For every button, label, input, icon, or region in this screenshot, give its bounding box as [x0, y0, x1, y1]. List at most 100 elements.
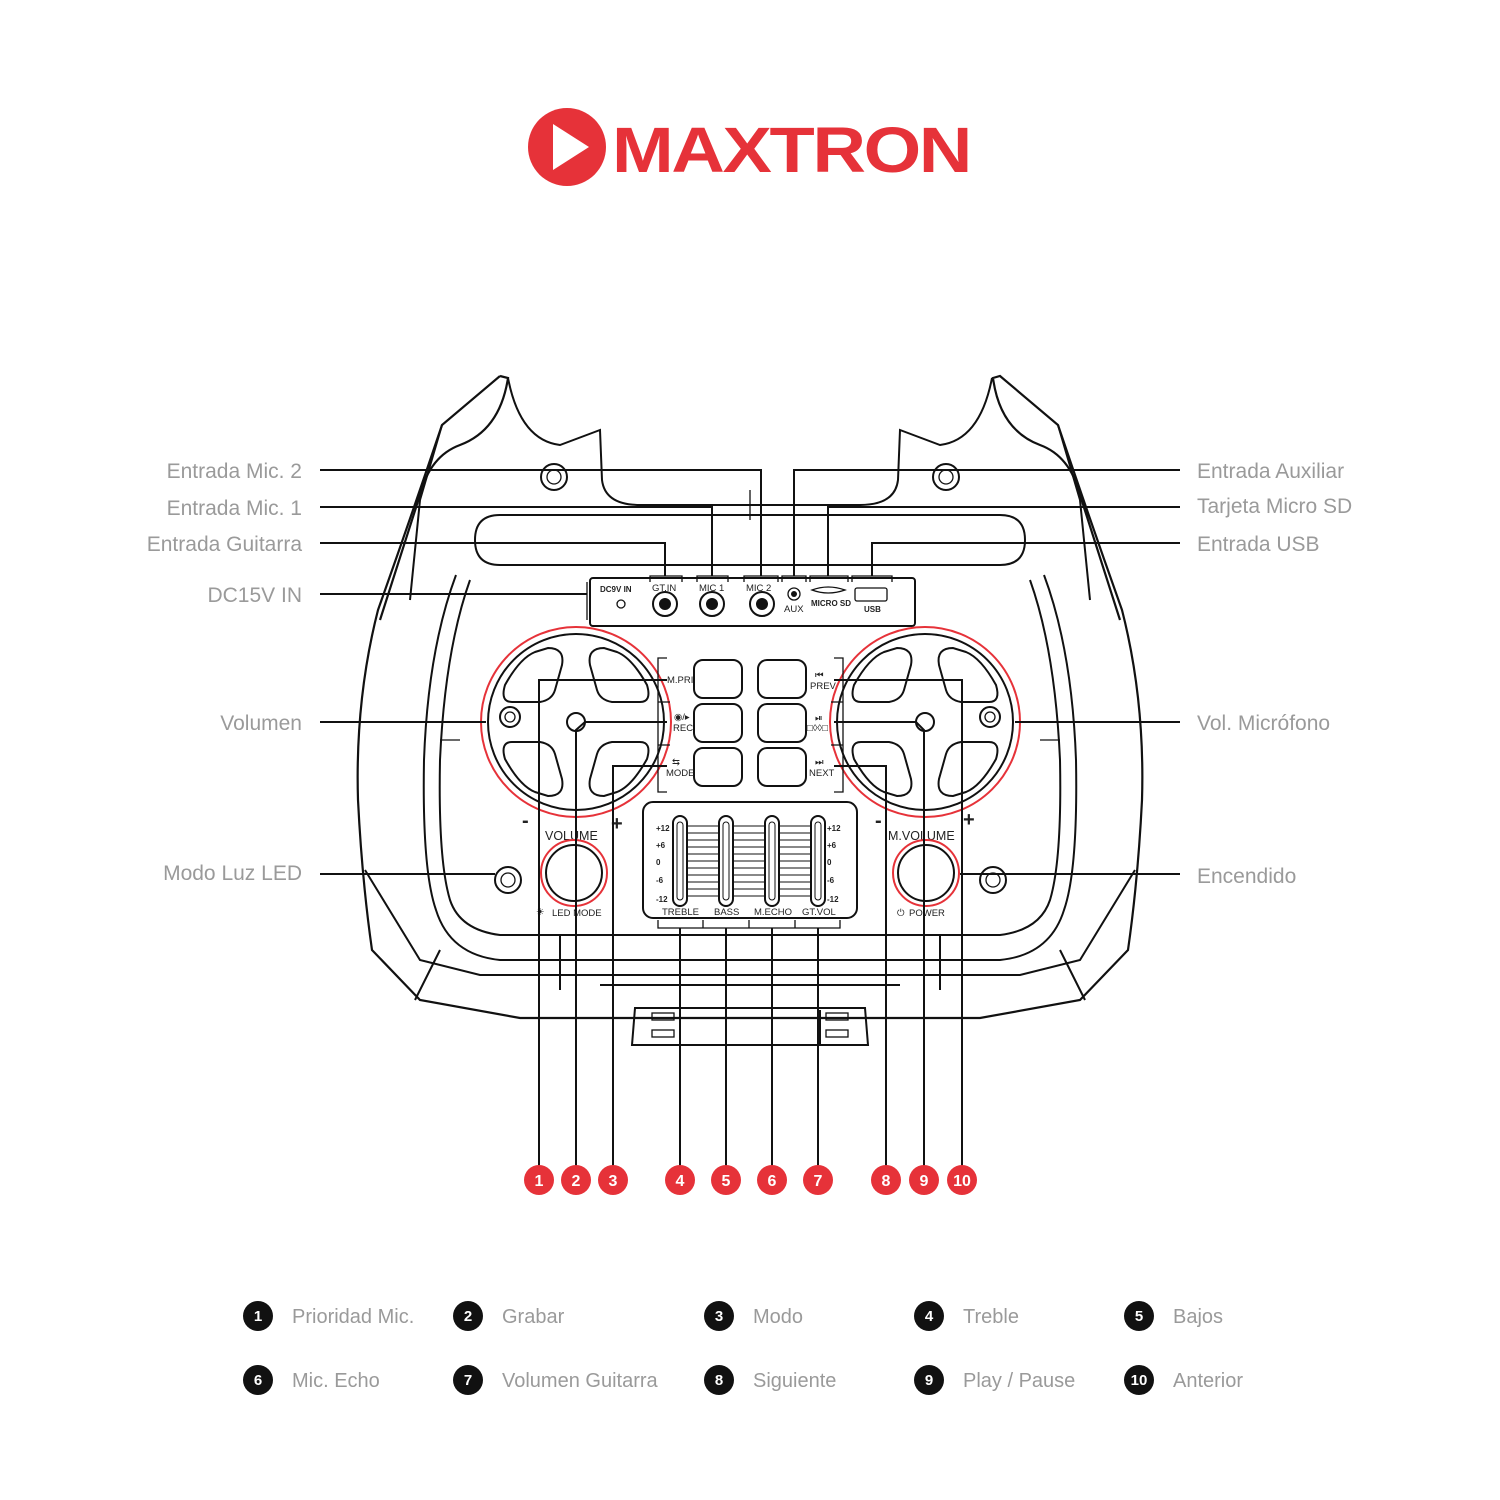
eq-slider-m-echo[interactable]	[764, 815, 780, 907]
badge-3: 3	[598, 1165, 628, 1195]
volume-label: VOLUME	[545, 829, 598, 843]
next-icon: ⏭	[815, 757, 824, 768]
legend-badge	[1124, 1365, 1154, 1395]
power-knob[interactable]	[897, 844, 955, 902]
mpri-button[interactable]	[693, 659, 743, 699]
eq-slider-bass[interactable]	[718, 815, 734, 907]
callout-micro-sd: Tarjeta Micro SD	[1197, 495, 1352, 518]
badge-number: 6	[768, 1173, 777, 1190]
dc-port[interactable]	[616, 599, 626, 609]
callout-mic1: Entrada Mic. 1	[167, 497, 302, 520]
legend-number: 5	[1135, 1308, 1143, 1325]
legend-label: Siguiente	[753, 1370, 836, 1392]
legend-label: Play / Pause	[963, 1370, 1075, 1392]
prev-button[interactable]	[757, 659, 807, 699]
badge-circle	[909, 1165, 939, 1195]
micro-sd-slot[interactable]	[810, 586, 847, 594]
callouts-right: Entrada Auxiliar Tarjeta Micro SD Entrad…	[1197, 460, 1352, 888]
callout-usb: Entrada USB	[1197, 533, 1320, 556]
power-label: POWER	[909, 908, 945, 919]
mode-label: MODE	[666, 768, 695, 779]
mvolume-label: M.VOLUME	[888, 829, 955, 843]
gt-port-label: GT.IN	[652, 583, 676, 594]
badge-number: 9	[920, 1173, 929, 1190]
rec-icon: ◉/▸	[674, 712, 690, 723]
aux-port-label: AUX	[784, 604, 804, 615]
eq-slider-gt-vol[interactable]	[810, 815, 826, 907]
aux-jack[interactable]	[787, 587, 801, 601]
play-pause-sub: □◊◊□	[807, 723, 828, 734]
legend-number: 4	[925, 1308, 934, 1325]
screw-left	[494, 866, 522, 894]
badge-number: 8	[882, 1173, 891, 1190]
legend-number: 7	[464, 1372, 472, 1389]
badge-7: 7	[803, 1165, 833, 1195]
legend-badge	[243, 1365, 273, 1395]
eq-slider-track	[768, 821, 776, 901]
gt-in-jack[interactable]	[652, 591, 678, 617]
power-icon: ⏻	[897, 908, 905, 919]
eq-grid	[684, 825, 818, 897]
play-pause-button[interactable]	[757, 703, 807, 743]
callout-power: Encendido	[1197, 865, 1296, 888]
legend-number: 8	[715, 1372, 723, 1389]
legend-badge	[453, 1365, 483, 1395]
mic2-jack[interactable]	[749, 591, 775, 617]
eq-slider-label: GT.VOL	[802, 907, 836, 918]
eq-slider-track	[814, 821, 822, 901]
legend-label: Treble	[963, 1306, 1019, 1328]
badge-8: 8	[871, 1165, 901, 1195]
play-icon	[553, 124, 589, 170]
legend-number: 3	[715, 1308, 723, 1325]
legend-label: Grabar	[502, 1306, 565, 1328]
eq-slider-track	[722, 821, 730, 901]
legend-label: Modo	[753, 1306, 803, 1328]
badge-2: 2	[561, 1165, 591, 1195]
eq-slider-treble[interactable]	[672, 815, 688, 907]
badge-1: 1	[524, 1165, 554, 1195]
badge-circle	[711, 1165, 741, 1195]
eq-scale-tick: 0	[827, 858, 832, 867]
volume-knob-group: - + VOLUME ☀ LED MODE	[522, 810, 623, 919]
callout-aux: Entrada Auxiliar	[1197, 460, 1344, 483]
volume-plus: +	[611, 813, 623, 835]
eq-scale-tick: +6	[827, 841, 837, 850]
badge-circle	[803, 1165, 833, 1195]
mode-button[interactable]	[693, 747, 743, 787]
mpri-label: M.PRI	[667, 675, 693, 686]
eq-scale-tick: +6	[656, 841, 666, 850]
callout-led-mode: Modo Luz LED	[163, 862, 302, 885]
badge-circle	[598, 1165, 628, 1195]
legend-badge	[1124, 1301, 1154, 1331]
control-buttons: M.PRI ◉/▸ REC ⇆ MODE ⏮ PREV ⏯ □◊◊□ ⏭ NEX…	[657, 657, 844, 793]
eq-scale-tick: -12	[827, 895, 839, 904]
legend-number: 1	[254, 1308, 262, 1325]
legend-item: 8 Siguiente	[704, 1365, 836, 1395]
mode-icon: ⇆	[672, 757, 680, 768]
screw-right	[979, 866, 1007, 894]
badge-number: 4	[676, 1173, 685, 1190]
legend-label: Anterior	[1173, 1370, 1243, 1392]
mvolume-minus: -	[875, 810, 882, 832]
dc-port-label: DC9V IN	[600, 585, 632, 594]
badge-circle	[757, 1165, 787, 1195]
next-button[interactable]	[757, 747, 807, 787]
legend-item: 4 Treble	[914, 1301, 1019, 1331]
eq-scale-tick: 0	[656, 858, 661, 867]
callout-mic2: Entrada Mic. 2	[167, 460, 302, 483]
badge-9: 9	[909, 1165, 939, 1195]
callouts-left: Entrada Mic. 2 Entrada Mic. 1 Entrada Gu…	[147, 460, 303, 885]
micro-sd-label: MICRO SD	[811, 599, 851, 608]
usb-port[interactable]	[854, 587, 888, 602]
mic1-jack[interactable]	[699, 591, 725, 617]
volume-knob[interactable]	[545, 844, 603, 902]
badge-6: 6	[757, 1165, 787, 1195]
rec-button[interactable]	[693, 703, 743, 743]
